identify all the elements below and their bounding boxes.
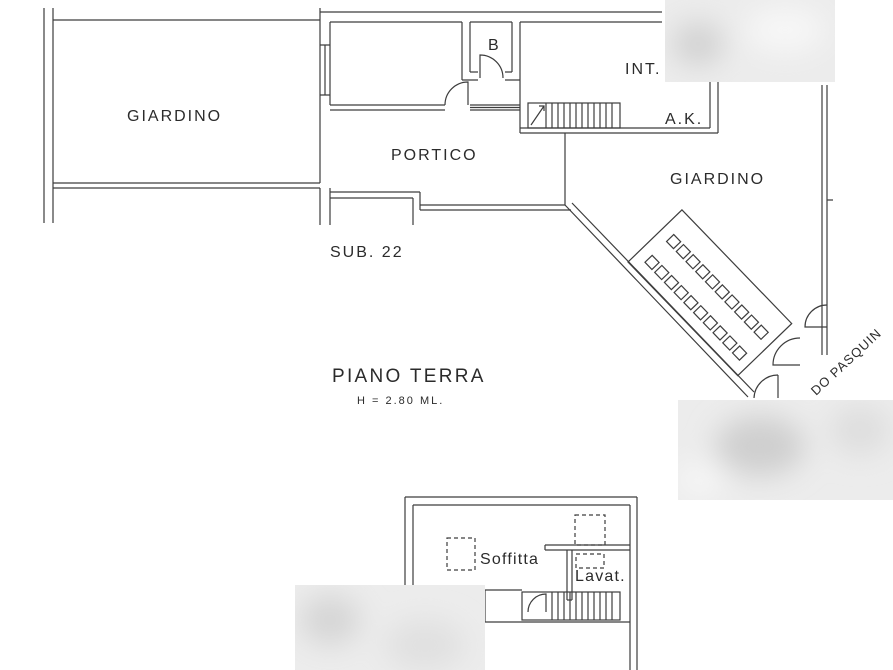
parking-stall	[665, 233, 682, 250]
side-window	[320, 44, 330, 96]
upper-room-walls	[319, 8, 662, 183]
skylight-left	[446, 537, 476, 571]
floor-height-note: H = 2.80 ML.	[357, 395, 444, 407]
floor-title: PIANO TERRA	[332, 366, 486, 387]
parking-stall	[753, 324, 770, 341]
parking-stall	[673, 284, 690, 301]
parking-stall	[653, 264, 670, 281]
ground-floor-plan	[43, 8, 833, 399]
ak-walls	[520, 82, 719, 134]
garden-right-label: GIARDINO	[670, 171, 765, 188]
portico-walls	[420, 133, 571, 211]
labels: GIARDINO B INT. A.K. PORTICO GIARDINO SU…	[127, 37, 884, 585]
garden-right-boundary	[821, 85, 833, 355]
skylight-laundry	[575, 553, 605, 569]
bathroom-walls	[461, 22, 521, 133]
room-door-swing	[444, 81, 469, 106]
door-swing-east	[804, 304, 828, 328]
laundry-label: Lavat.	[575, 568, 626, 585]
parking-stall	[724, 294, 740, 310]
attic-label: Soffitta	[480, 551, 539, 568]
bathroom-door-swing	[479, 54, 504, 79]
parking-stall	[663, 274, 680, 291]
parking-stall	[702, 314, 719, 331]
parking-stall	[644, 254, 660, 271]
parking-stall	[704, 273, 721, 290]
attic-staircase-steps	[551, 592, 613, 620]
parking-stall	[675, 243, 692, 260]
parking-stall	[731, 345, 748, 361]
redaction-blur-top	[665, 0, 835, 82]
portico-window	[470, 104, 520, 111]
staircase-steps	[545, 103, 613, 128]
parking-stall	[683, 294, 699, 311]
garden-left-label: GIARDINO	[127, 108, 222, 125]
parking-stall	[721, 335, 738, 351]
attic-staircase	[521, 591, 621, 621]
sub-22-walls	[319, 188, 421, 225]
door-swing-south	[753, 374, 779, 399]
street-label: DO PASQUIN	[808, 325, 885, 398]
parking-stall	[733, 304, 750, 320]
parking-stall	[712, 324, 729, 341]
parking-block	[627, 209, 793, 377]
garden-left-boundary	[43, 8, 320, 223]
door-swing-southeast	[772, 337, 801, 366]
sub-22-label: SUB. 22	[330, 244, 404, 261]
ak-label: A.K.	[665, 111, 703, 128]
parking-block-outline	[627, 209, 793, 377]
interior-label: INT.	[625, 61, 661, 78]
attic-door-swing	[527, 593, 547, 613]
skylight-right	[574, 514, 606, 546]
parking-stall	[694, 263, 711, 280]
parking-stall	[714, 284, 731, 300]
bathroom-label: B	[488, 37, 501, 54]
parking-stall	[743, 314, 760, 331]
stair-arrow	[530, 105, 545, 126]
redaction-blur-bottom	[295, 585, 485, 670]
parking-stall	[685, 253, 701, 270]
laundry-walls	[544, 544, 630, 601]
redaction-blur-right	[678, 400, 893, 500]
portico-label: PORTICO	[391, 147, 478, 164]
parking-stall	[692, 304, 709, 321]
